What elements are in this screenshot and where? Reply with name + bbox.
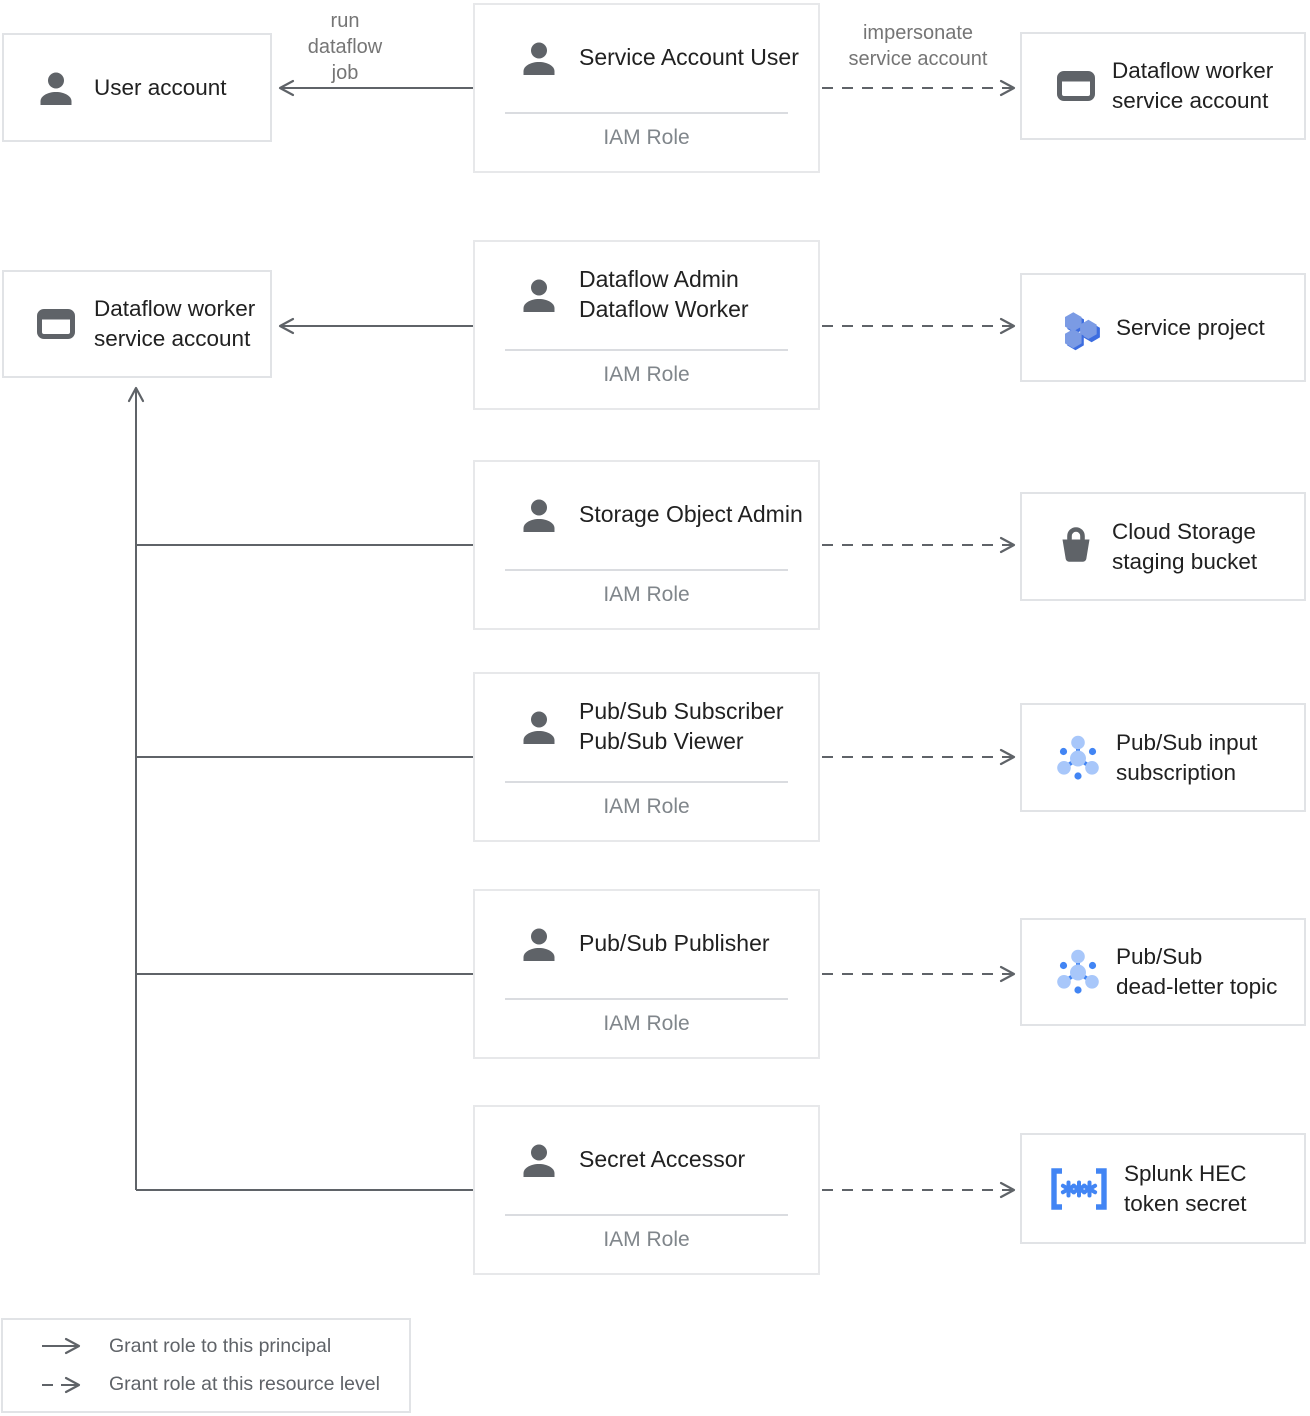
node-label: Dataflow worker service account [1112, 58, 1274, 113]
node-pubsub-input-subscription: Pub/Sub input subscription [1020, 703, 1306, 812]
service-account-icon [1054, 64, 1098, 108]
secret-icon [1046, 1165, 1112, 1213]
person-icon [517, 273, 561, 317]
iam-role-label: IAM Role [603, 795, 690, 818]
role-node-pubsub-subscriber-viewer: Pub/Sub Subscriber Pub/Sub Viewer IAM Ro… [473, 672, 820, 842]
pubsub-icon [1054, 948, 1102, 996]
edge-label-run-dataflow-job: run dataflow job [307, 10, 383, 84]
person-icon [34, 66, 78, 110]
node-label: Service project [1116, 314, 1265, 340]
role-title: Storage Object Admin [579, 501, 803, 528]
divider [505, 112, 788, 114]
iam-role-label: IAM Role [603, 1228, 690, 1251]
node-pubsub-dead-letter-topic: Pub/Sub dead-letter topic [1020, 918, 1306, 1026]
person-icon [517, 922, 561, 966]
service-account-icon [34, 302, 78, 346]
node-label: Splunk HEC token secret [1124, 1160, 1247, 1216]
solid-arrow-icon [42, 1338, 81, 1355]
divider [505, 569, 788, 571]
node-service-project: Service project [1020, 273, 1306, 382]
node-label: Cloud Storage staging bucket [1112, 518, 1258, 574]
role-node-storage-object-admin: Storage Object Admin IAM Role [473, 460, 820, 630]
divider [505, 349, 788, 351]
divider [505, 781, 788, 783]
role-node-dataflow-admin-worker: Dataflow Admin Dataflow Worker IAM Role [473, 240, 820, 410]
role-node-secret-accessor: Secret Accessor IAM Role [473, 1105, 820, 1275]
node-label: Dataflow worker service account [94, 296, 256, 351]
node-user-account: User account [2, 33, 272, 142]
pubsub-icon [1054, 734, 1102, 782]
legend: Grant role to this principal Grant role … [1, 1318, 411, 1413]
node-label: Pub/Sub input subscription [1116, 729, 1258, 785]
edge-label-impersonate-service-account: impersonate service account [848, 22, 988, 70]
divider [505, 998, 788, 1000]
node-dataflow-worker-service-account-resource: Dataflow worker service account [1020, 32, 1306, 140]
node-label: User account [94, 74, 227, 100]
divider [505, 1214, 788, 1216]
person-icon [517, 705, 561, 749]
node-label: Pub/Sub dead-letter topic [1116, 944, 1278, 999]
bucket-icon [1054, 525, 1098, 569]
project-icon [1054, 304, 1102, 352]
role-title: Service Account User [579, 44, 799, 71]
iam-role-label: IAM Role [603, 126, 690, 149]
iam-role-label: IAM Role [603, 583, 690, 606]
legend-item-grant-resource-level: Grant role at this resource level [39, 1373, 409, 1397]
person-icon [517, 36, 561, 80]
role-node-pubsub-publisher: Pub/Sub Publisher IAM Role [473, 889, 820, 1059]
person-icon [517, 1138, 561, 1182]
iam-role-label: IAM Role [603, 363, 690, 386]
node-splunk-hec-token-secret: Splunk HEC token secret [1020, 1133, 1306, 1244]
role-node-service-account-user: Service Account User IAM Role [473, 3, 820, 173]
person-icon [517, 493, 561, 537]
role-title: Secret Accessor [579, 1146, 746, 1173]
legend-item-grant-principal: Grant role to this principal [39, 1334, 409, 1358]
node-cloud-storage-staging-bucket: Cloud Storage staging bucket [1020, 492, 1306, 601]
legend-label: Grant role to this principal [109, 1334, 332, 1357]
dashed-arrow-icon [42, 1376, 81, 1393]
role-title: Pub/Sub Subscriber Pub/Sub Viewer [579, 698, 784, 754]
node-dataflow-worker-service-account-principal: Dataflow worker service account [2, 270, 272, 378]
role-title: Pub/Sub Publisher [579, 930, 770, 957]
role-title: Dataflow Admin Dataflow Worker [579, 266, 749, 322]
iam-role-label: IAM Role [603, 1012, 690, 1035]
legend-label: Grant role at this resource level [109, 1373, 380, 1396]
